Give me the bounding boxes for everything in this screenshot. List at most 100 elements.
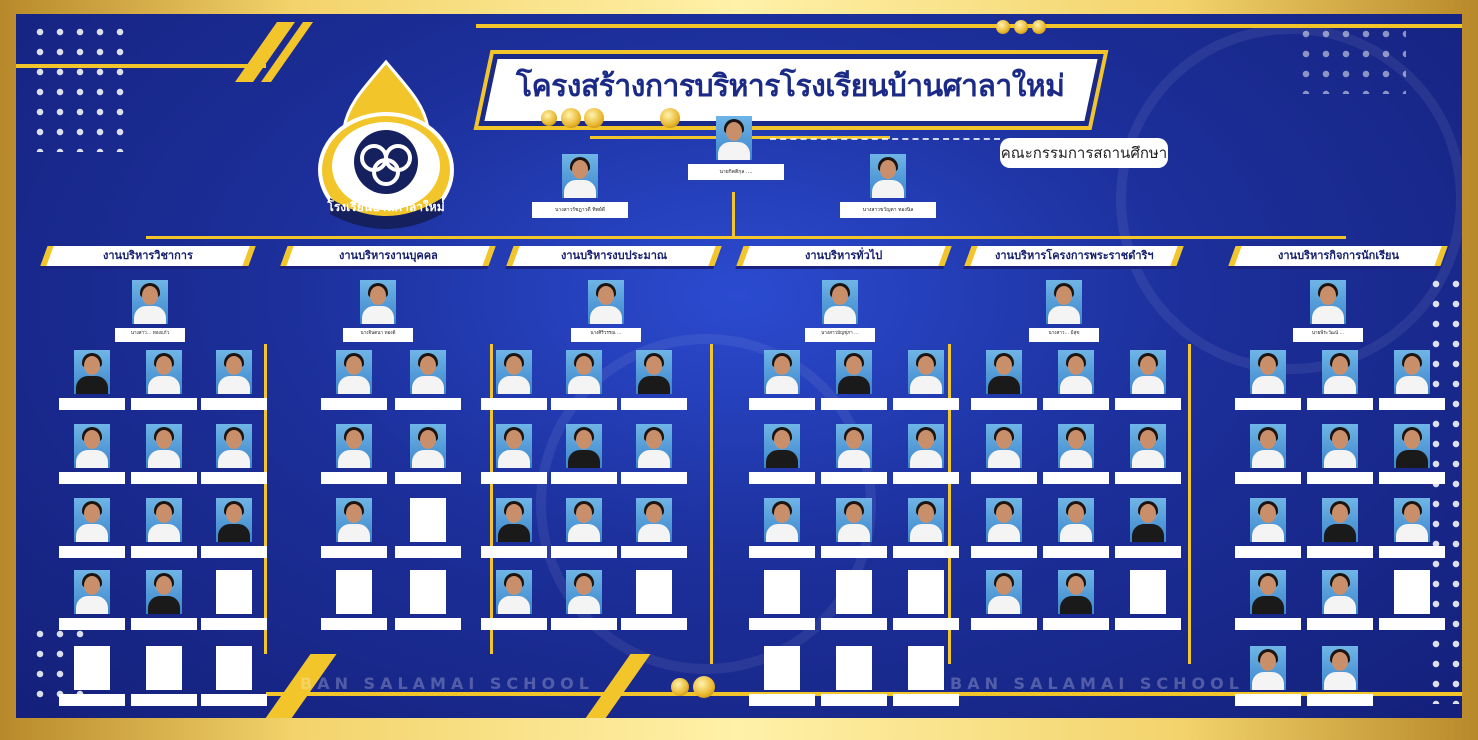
connector-line bbox=[732, 192, 735, 236]
school-watermark-text: BAN SALAMAI SCHOOL bbox=[950, 674, 1244, 693]
staff-name-plate bbox=[1379, 472, 1445, 484]
staff-photo bbox=[908, 498, 944, 542]
column-divider bbox=[264, 344, 267, 654]
staff-photo bbox=[908, 570, 944, 614]
staff-name-plate bbox=[201, 546, 267, 558]
staff-name-plate bbox=[481, 472, 547, 484]
staff-name-plate bbox=[1043, 546, 1109, 558]
staff-photo bbox=[986, 350, 1022, 394]
staff-name-plate bbox=[481, 618, 547, 630]
staff-name-plate bbox=[1043, 472, 1109, 484]
staff-name-plate bbox=[481, 398, 547, 410]
staff-photo bbox=[636, 498, 672, 542]
deputy-label: นางสาวขวัญตา ทองนิล bbox=[840, 202, 936, 218]
staff-name-plate bbox=[749, 694, 815, 706]
dept-general: งานบริหารทั่วไป bbox=[736, 246, 952, 266]
board-background: โครงสร้างการบริหารโรงเรียนบ้านศาลาใหม่ โ… bbox=[16, 14, 1462, 718]
deputy-photo bbox=[870, 154, 906, 198]
staff-name-plate bbox=[1115, 472, 1181, 484]
staff-photo bbox=[410, 498, 446, 542]
staff-photo bbox=[566, 424, 602, 468]
school-logo-icon bbox=[318, 59, 454, 229]
staff-name-plate bbox=[621, 546, 687, 558]
committee-dashed-line bbox=[770, 138, 1000, 140]
staff-name-plate bbox=[821, 472, 887, 484]
gold-coin bbox=[1032, 20, 1046, 34]
staff-name-plate bbox=[1307, 546, 1373, 558]
staff-photo bbox=[216, 350, 252, 394]
staff-photo bbox=[146, 498, 182, 542]
staff-photo bbox=[74, 424, 110, 468]
gold-coin bbox=[561, 108, 581, 128]
deputy-label: นางสาวรัชฎาวดี ทิพย์ดี bbox=[532, 202, 628, 218]
staff-name-plate bbox=[321, 546, 387, 558]
staff-name-plate bbox=[821, 398, 887, 410]
staff-photo bbox=[908, 646, 944, 690]
staff-name-plate bbox=[1043, 618, 1109, 630]
staff-photo bbox=[1322, 570, 1358, 614]
staff-photo bbox=[764, 350, 800, 394]
staff-name-plate bbox=[321, 398, 387, 410]
staff-name-plate bbox=[551, 618, 617, 630]
staff-photo bbox=[336, 350, 372, 394]
staff-name-plate bbox=[395, 546, 461, 558]
dept-student-affairs: งานบริหารกิจการนักเรียน bbox=[1228, 246, 1448, 266]
staff-name-plate bbox=[1307, 398, 1373, 410]
staff-name-plate bbox=[971, 546, 1037, 558]
staff-photo bbox=[1058, 498, 1094, 542]
staff-photo bbox=[74, 570, 110, 614]
staff-photo bbox=[1058, 350, 1094, 394]
gold-coin bbox=[671, 678, 689, 696]
staff-name-plate bbox=[59, 472, 125, 484]
staff-name-plate bbox=[621, 472, 687, 484]
staff-name-plate bbox=[971, 472, 1037, 484]
staff-photo bbox=[1250, 424, 1286, 468]
staff-photo bbox=[1394, 498, 1430, 542]
staff-photo bbox=[836, 646, 872, 690]
dept-head-photo bbox=[822, 280, 858, 324]
staff-name-plate bbox=[201, 694, 267, 706]
staff-name-plate bbox=[201, 618, 267, 630]
staff-name-plate bbox=[749, 546, 815, 558]
dept-head-photo bbox=[1046, 280, 1082, 324]
staff-photo bbox=[146, 570, 182, 614]
staff-photo bbox=[74, 498, 110, 542]
staff-photo bbox=[566, 350, 602, 394]
dept-royal-projects: งานบริหารโครงการพระราชดำริฯ bbox=[964, 246, 1184, 266]
director-label: นายกิตติกุล …. bbox=[688, 164, 784, 180]
staff-photo bbox=[636, 350, 672, 394]
dot-pattern-top-left bbox=[30, 22, 130, 152]
staff-photo bbox=[566, 570, 602, 614]
gold-coin bbox=[1014, 20, 1028, 34]
staff-photo bbox=[836, 498, 872, 542]
dept-budget: งานบริหารงบประมาณ bbox=[506, 246, 722, 266]
dept-head-photo bbox=[588, 280, 624, 324]
logo-text: โรงเรียนบ้านศาลาใหม่ bbox=[327, 200, 445, 214]
staff-name-plate bbox=[395, 398, 461, 410]
staff-photo bbox=[908, 350, 944, 394]
staff-name-plate bbox=[551, 546, 617, 558]
staff-name-plate bbox=[749, 398, 815, 410]
staff-photo bbox=[986, 424, 1022, 468]
staff-photo bbox=[336, 424, 372, 468]
staff-photo bbox=[146, 424, 182, 468]
column-divider bbox=[710, 344, 713, 664]
staff-photo bbox=[636, 424, 672, 468]
dept-head-label: นางศิริวรรณ … bbox=[571, 328, 641, 342]
staff-photo bbox=[496, 424, 532, 468]
staff-name-plate bbox=[551, 472, 617, 484]
staff-name-plate bbox=[131, 618, 197, 630]
staff-name-plate bbox=[893, 618, 959, 630]
staff-photo bbox=[410, 350, 446, 394]
staff-name-plate bbox=[481, 546, 547, 558]
staff-name-plate bbox=[1307, 618, 1373, 630]
staff-name-plate bbox=[1043, 398, 1109, 410]
staff-name-plate bbox=[1379, 618, 1445, 630]
staff-photo bbox=[836, 570, 872, 614]
staff-photo bbox=[1250, 498, 1286, 542]
dept-head-label: นายพีระวัฒน์ … bbox=[1293, 328, 1363, 342]
staff-name-plate bbox=[821, 694, 887, 706]
staff-name-plate bbox=[131, 398, 197, 410]
staff-photo bbox=[1394, 424, 1430, 468]
